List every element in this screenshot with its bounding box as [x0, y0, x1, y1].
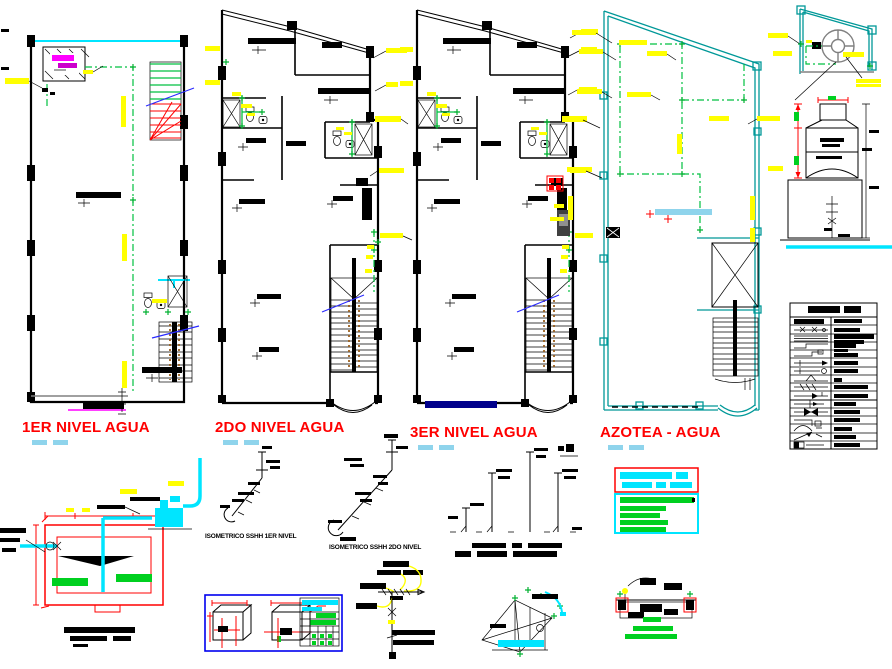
pump-symbol [155, 508, 183, 527]
plan-1er-nivel [1, 29, 200, 415]
roof-tank-top-detail [768, 5, 881, 101]
stair-symbol [712, 300, 759, 390]
legend-table [789, 302, 878, 450]
plan-title-1er-nivel: 1ER NIVEL AGUA [22, 419, 150, 436]
water-tank-detail [780, 96, 892, 249]
notes-box [614, 493, 699, 534]
legend-symbols [793, 319, 828, 449]
iso-box-1 [207, 600, 253, 648]
plan-title-3er-nivel: 3ER NIVEL AGUA [410, 424, 538, 441]
caption-isometric-1er: ISOMETRICO SSHH 1ER NIVEL [205, 533, 297, 540]
plan-2do-nivel [218, 10, 382, 413]
cistern-detail [0, 458, 202, 647]
bathroom [142, 275, 192, 316]
yellow-callouts [400, 29, 598, 273]
tank-support-detail [481, 586, 566, 658]
water-surface [58, 556, 134, 566]
plan-azotea [570, 10, 783, 417]
riser-schematic [448, 448, 582, 557]
title-underlines [32, 440, 644, 450]
title-note-box [614, 467, 699, 493]
skylight-box [697, 237, 759, 311]
tank-circle-symbol [821, 29, 855, 63]
plan-2do-callouts [205, 46, 413, 273]
plan-title-2do-nivel: 2DO NIVEL AGUA [215, 419, 345, 436]
plan-title-azotea: AZOTEA - AGUA [600, 424, 721, 441]
isometric-montante [356, 561, 435, 659]
lavadero-detail [615, 577, 697, 639]
plan-3er-nivel [413, 10, 577, 413]
navy-bar [425, 401, 497, 408]
isometric-2do-nivel [327, 434, 408, 541]
stove-symbol [546, 175, 564, 192]
pool-bar [655, 209, 712, 215]
isometric-1er-nivel [220, 446, 280, 523]
column-blocks [27, 35, 188, 402]
mini-table [299, 597, 340, 647]
pump-symbol [558, 444, 578, 457]
caption-isometric-2do: ISOMETRICO SSHH 2DO NIVEL [329, 544, 422, 551]
yellow-callouts [5, 65, 127, 388]
tank-box-detail [42, 46, 90, 82]
pump-box-detail [204, 594, 343, 652]
yellow-callouts [570, 30, 783, 242]
legend-text-bars [834, 319, 874, 447]
stair-top-symbol [149, 61, 182, 141]
